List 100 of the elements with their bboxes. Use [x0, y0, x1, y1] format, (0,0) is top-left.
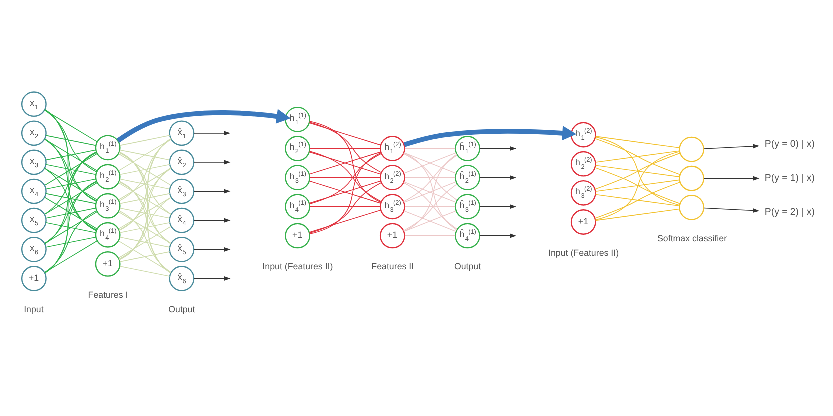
- arrow: [704, 207, 760, 212]
- connector: [119, 151, 172, 274]
- node-circle: [679, 194, 705, 220]
- arrow: [116, 108, 291, 142]
- connector: [310, 206, 381, 207]
- connector: [310, 148, 381, 149]
- connector: [118, 226, 172, 258]
- connector: [44, 211, 98, 244]
- connector: [595, 164, 680, 177]
- arrow: [194, 130, 231, 136]
- arrow: [194, 246, 231, 252]
- connector: [44, 109, 98, 172]
- arrow: [194, 218, 231, 222]
- connector: [595, 150, 680, 220]
- label: Features II: [372, 261, 414, 272]
- connector: [118, 196, 172, 229]
- node-circle: x$_{6}$: [21, 236, 47, 262]
- connector: [44, 152, 98, 214]
- node-text: P(y = 0) | x): [764, 138, 815, 150]
- connector: [120, 207, 170, 218]
- connector: [404, 210, 457, 232]
- connector: [118, 180, 172, 244]
- connector: [118, 168, 172, 230]
- connector: [44, 180, 98, 244]
- node-text: P(y = 2) | x): [764, 206, 815, 218]
- node-circle: [679, 136, 705, 162]
- connector: [44, 151, 97, 274]
- connector: [594, 166, 680, 204]
- connector: [44, 138, 98, 231]
- label: Input (Features II): [548, 247, 620, 258]
- connector: [404, 235, 456, 236]
- connector: [44, 108, 97, 231]
- connector: [44, 108, 98, 202]
- node-circle: x$_{4}$: [21, 178, 47, 204]
- arrow: [704, 176, 760, 180]
- arrow: [194, 276, 231, 280]
- connector: [309, 180, 382, 204]
- connector: [119, 167, 172, 260]
- connector: [595, 136, 680, 148]
- connector: [404, 152, 457, 174]
- connector: [595, 179, 680, 192]
- connector: [118, 138, 172, 202]
- connector: [120, 192, 170, 204]
- node-circle: +1: [380, 222, 406, 248]
- connector: [46, 134, 96, 146]
- connector: [120, 222, 170, 233]
- connector: [404, 176, 456, 178]
- connector: [118, 210, 172, 273]
- connector: [120, 266, 170, 276]
- connector: [120, 164, 170, 175]
- arrow: [704, 144, 760, 149]
- node-circle: x$_{5}$: [21, 207, 47, 233]
- connector: [119, 151, 172, 244]
- arrow: [404, 126, 577, 147]
- connector: [120, 178, 170, 190]
- connector: [594, 138, 680, 175]
- label: Input (Features II): [262, 261, 334, 272]
- connector: [595, 194, 680, 206]
- connector: [404, 206, 456, 207]
- connector: [595, 150, 680, 162]
- node-circle: +1: [570, 209, 596, 234]
- connector: [46, 164, 96, 175]
- arrow: [480, 204, 517, 209]
- connector: [594, 152, 680, 190]
- connector: [46, 192, 96, 204]
- connector: [595, 136, 680, 206]
- arrow: [480, 146, 517, 151]
- node-circle: x̂$_{5}$: [169, 236, 195, 262]
- node-circle: +1: [95, 251, 121, 276]
- node-circle: +1: [21, 266, 47, 291]
- connector: [44, 138, 98, 202]
- label: Output: [168, 304, 196, 314]
- node-circle: x$_{1}$: [21, 91, 47, 117]
- connector: [44, 196, 98, 230]
- connector: [44, 153, 98, 186]
- connector: [46, 149, 96, 160]
- node-text: P(y = 1) | x): [764, 172, 815, 184]
- connector: [404, 148, 456, 149]
- connector: [46, 236, 96, 248]
- connector: [309, 121, 382, 173]
- connector: [44, 240, 98, 273]
- connector: [119, 138, 172, 231]
- connector: [120, 236, 170, 248]
- connector: [119, 180, 172, 274]
- connector: [44, 168, 98, 230]
- connector: [44, 210, 98, 273]
- connector: [44, 180, 98, 274]
- label: Features I: [88, 289, 128, 300]
- connector: [309, 209, 382, 232]
- connector: [118, 240, 172, 273]
- connector: [120, 251, 170, 262]
- connector: [44, 182, 98, 214]
- label: Output: [454, 261, 482, 272]
- label: Softmax classifier: [658, 232, 728, 243]
- connector: [309, 151, 382, 174]
- node-circle: [679, 165, 705, 191]
- node-circle: x$_{3}$: [21, 149, 47, 175]
- connector: [310, 176, 381, 178]
- connector: [310, 120, 382, 203]
- label: Input: [24, 304, 44, 314]
